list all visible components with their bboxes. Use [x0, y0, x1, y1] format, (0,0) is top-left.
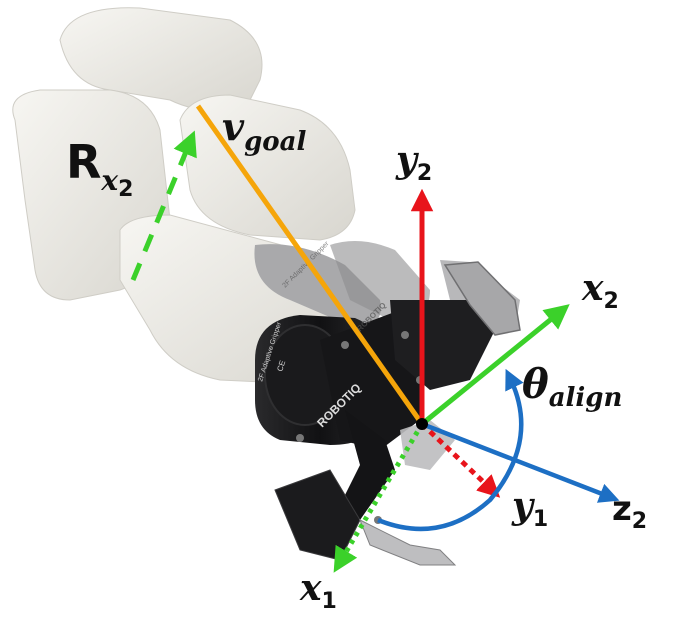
robotiq-gripper: ROBOTIQ 2F Adaptive Gripper CE ROBOTIQ 2… [255, 240, 521, 566]
label-y2: y2 [395, 139, 432, 186]
frame-origin-dot [416, 418, 428, 430]
gripper-ce-mark: CE [275, 359, 287, 372]
theta-align-arc [377, 368, 524, 532]
v-goal-line [195, 104, 425, 426]
x2-axis-arrow [420, 304, 570, 426]
label-v-goal: vgoal [222, 104, 306, 157]
label-x2: x2 [581, 267, 619, 314]
r-x2-dashed-arrow [130, 130, 197, 281]
label-y1: y1 [511, 485, 548, 532]
label-z2: z2 [612, 489, 647, 534]
label-theta-align: θalign [522, 361, 622, 413]
y1-axis-arrow [420, 422, 501, 498]
label-x1: x1 [299, 567, 337, 614]
label-r-x2: Rx2 [66, 135, 133, 202]
